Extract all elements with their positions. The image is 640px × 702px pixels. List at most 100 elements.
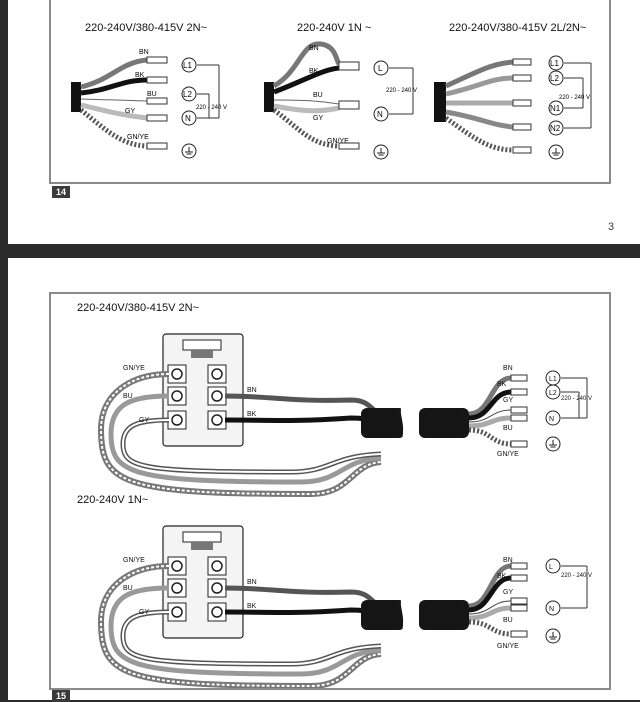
wiring-title-2n: 220-240V/380-415V 2N~ — [77, 302, 200, 314]
bridge-link — [191, 350, 213, 358]
wire-label-gy: GY — [125, 108, 135, 115]
cable-label-bn: BN — [503, 365, 513, 372]
wire-ferrule — [510, 597, 528, 605]
voltage-label-2l2n: 220 - 240 V — [559, 95, 590, 101]
wire-bk — [224, 607, 382, 619]
block-label-bn: BN — [247, 387, 257, 394]
cable-wire-1 — [468, 389, 512, 421]
terminal-screw — [171, 560, 183, 572]
cable-wire-2 — [468, 600, 512, 615]
terminal-label-l1: L1 — [183, 61, 192, 70]
terminal-symbol — [545, 600, 561, 616]
terminal-label-l1-2l: L1 — [550, 59, 559, 68]
wire-gnye-stripe — [99, 373, 382, 496]
terminal-label-n1: N1 — [550, 104, 561, 113]
cable-break — [400, 596, 410, 633]
cable-label-bk: BK — [497, 381, 507, 388]
earth-icon — [185, 147, 193, 155]
voltage-label-1n: 220 - 240 V — [386, 88, 417, 94]
wire-label-bk: BK — [135, 72, 145, 79]
terminal-screw — [211, 414, 223, 426]
cable-label-gy: GY — [503, 589, 513, 596]
cable-sheath-left — [361, 408, 405, 438]
terminal-block-bridge — [182, 531, 222, 543]
cable-wire-1 — [468, 575, 512, 613]
cable-wire-3 — [468, 415, 512, 429]
block-label-gnye: GN/YE — [123, 365, 145, 372]
wire-label-gnye: GN/YE — [127, 134, 149, 141]
cable-label-bn: BN — [503, 557, 513, 564]
terminal-screw — [171, 368, 183, 380]
wire-bk — [224, 415, 382, 427]
block-label-bk: BK — [247, 603, 257, 610]
voltage-label: 220 - 240 V — [561, 396, 592, 402]
cable-label-bu: BU — [503, 617, 513, 624]
figure-14-frame: 220-240V/380-415V 2N~ 220-240V 1N ~ 220-… — [49, 0, 611, 184]
earth-icon — [552, 148, 560, 156]
wire-ferrule — [510, 574, 528, 582]
cable-label-bu: BU — [503, 425, 513, 432]
terminal-label-l2-2l: L2 — [550, 74, 559, 83]
terminal-label-l: L — [378, 64, 383, 73]
terminal-screw — [211, 390, 223, 402]
wire-ferrule — [510, 604, 528, 612]
wire-ferrule — [510, 406, 528, 414]
wire-label-gnye-1n: GN/YE — [327, 138, 349, 145]
terminal-screw — [211, 560, 223, 572]
wire-ferrule — [510, 440, 528, 448]
wire-ferrule — [510, 414, 528, 422]
wire-label-bn-1n: BN — [309, 45, 319, 52]
diagram-title-1n: 220-240V 1N ~ — [297, 22, 372, 34]
terminal-screw — [171, 582, 183, 594]
terminal-label-n2: N2 — [550, 124, 561, 133]
manual-page-top: 220-240V/380-415V 2N~ 220-240V 1N ~ 220-… — [8, 0, 640, 244]
cable-sheath-right — [419, 600, 469, 630]
wire-label-bu: BU — [147, 91, 157, 98]
cable-wire-2 — [468, 409, 512, 423]
wire-ferrule — [510, 388, 528, 396]
cable-sheath-right — [419, 408, 469, 438]
figure-15-frame: 220-240V/380-415V 2N~ 220-240V 1N~ GN/YE… — [49, 292, 611, 690]
figure-number-15: 15 — [52, 690, 70, 702]
diagram-title-2l2n: 220-240V/380-415V 2L/2N~ — [449, 22, 587, 34]
terminal-label: L1 — [549, 376, 557, 383]
cable-wire-4 — [468, 427, 512, 447]
cable-sheath-left — [361, 600, 405, 630]
terminal-label-n: N — [185, 114, 191, 123]
terminal-symbol — [545, 558, 561, 574]
wire-ferrule — [510, 374, 528, 382]
block-label-bu: BU — [123, 393, 133, 400]
cable-wire-3 — [468, 605, 512, 621]
cable-label-bk: BK — [497, 573, 507, 580]
cable-break — [400, 404, 410, 441]
terminal-screw — [211, 606, 223, 618]
wire-gy-loop — [120, 417, 382, 475]
diagram-1n-cable — [264, 41, 360, 150]
bridge-link — [191, 542, 213, 550]
wiring-title-1n: 220-240V 1N~ — [77, 494, 149, 506]
terminal-label: N — [549, 606, 554, 613]
earth-icon — [377, 148, 385, 156]
figure-number-14: 14 — [52, 186, 70, 198]
terminal-label: L2 — [549, 390, 557, 397]
cable-wire-4 — [468, 619, 512, 637]
block-label-gnye: GN/YE — [123, 557, 145, 564]
terminal-screw — [171, 606, 183, 618]
cable-label-gnye: GN/YE — [497, 451, 519, 458]
block-label-bk: BK — [247, 411, 257, 418]
cable-wire-0 — [468, 563, 512, 609]
diagram-title-2n: 220-240V/380-415V 2N~ — [85, 22, 208, 34]
wire-label-gy-1n: GY — [313, 115, 323, 122]
terminal-block-bridge — [182, 339, 222, 351]
block-label-gy: GY — [139, 609, 149, 616]
wire-label-bn: BN — [139, 49, 149, 56]
diagram-2n-cable — [71, 56, 168, 150]
terminal-label: N — [549, 416, 554, 423]
voltage-bracket-2l2n — [564, 62, 592, 129]
wire-bu-loop — [108, 393, 382, 485]
voltage-bracket-1n — [389, 67, 414, 115]
wire-label-bk-1n: BK — [309, 68, 319, 75]
wire-gy-core — [121, 419, 382, 474]
